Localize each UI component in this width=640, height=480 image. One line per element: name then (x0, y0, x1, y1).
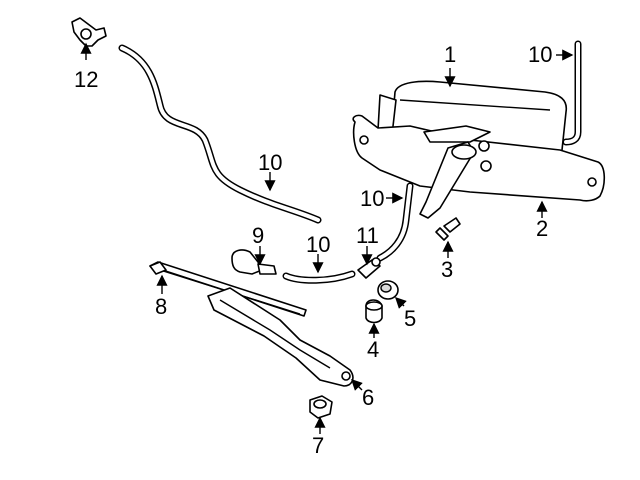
callout-1: 1 (444, 42, 456, 67)
callout-6: 6 (362, 385, 374, 410)
callout-10-hose-top: 10 (528, 42, 552, 67)
callout-10-hose-connector: 10 (360, 186, 384, 211)
callout-9: 9 (252, 223, 264, 248)
hose-connector-part (357, 257, 381, 279)
callout-3: 3 (441, 257, 453, 282)
tee-fitting-part (71, 17, 107, 47)
callout-10-hose-left: 10 (258, 150, 282, 175)
bolt-part (435, 217, 461, 241)
callout-5: 5 (404, 306, 416, 331)
callout-7: 7 (312, 433, 324, 458)
washer-hose-lower (282, 270, 356, 284)
callout-2: 2 (536, 216, 548, 241)
washer-hose-connector (376, 182, 414, 262)
nut-part (309, 395, 333, 419)
callout-10-hose-lower: 10 (306, 232, 330, 257)
washer-hose-top (562, 40, 582, 146)
leader-arrows (80, 42, 574, 434)
callout-4: 4 (367, 337, 379, 362)
washer-nozzle-part (231, 249, 277, 275)
callout-12: 12 (74, 67, 98, 92)
callout-labels: 12 1 10 10 10 2 9 10 11 3 8 5 4 6 7 (74, 42, 552, 458)
washer-hose-left (118, 44, 322, 224)
callout-11: 11 (356, 223, 379, 248)
nut-cap-part (365, 299, 383, 324)
pivot-shaft-part (419, 141, 477, 219)
mounting-bracket-part (352, 114, 606, 202)
bushing-part (377, 280, 399, 300)
callout-8: 8 (155, 294, 167, 319)
